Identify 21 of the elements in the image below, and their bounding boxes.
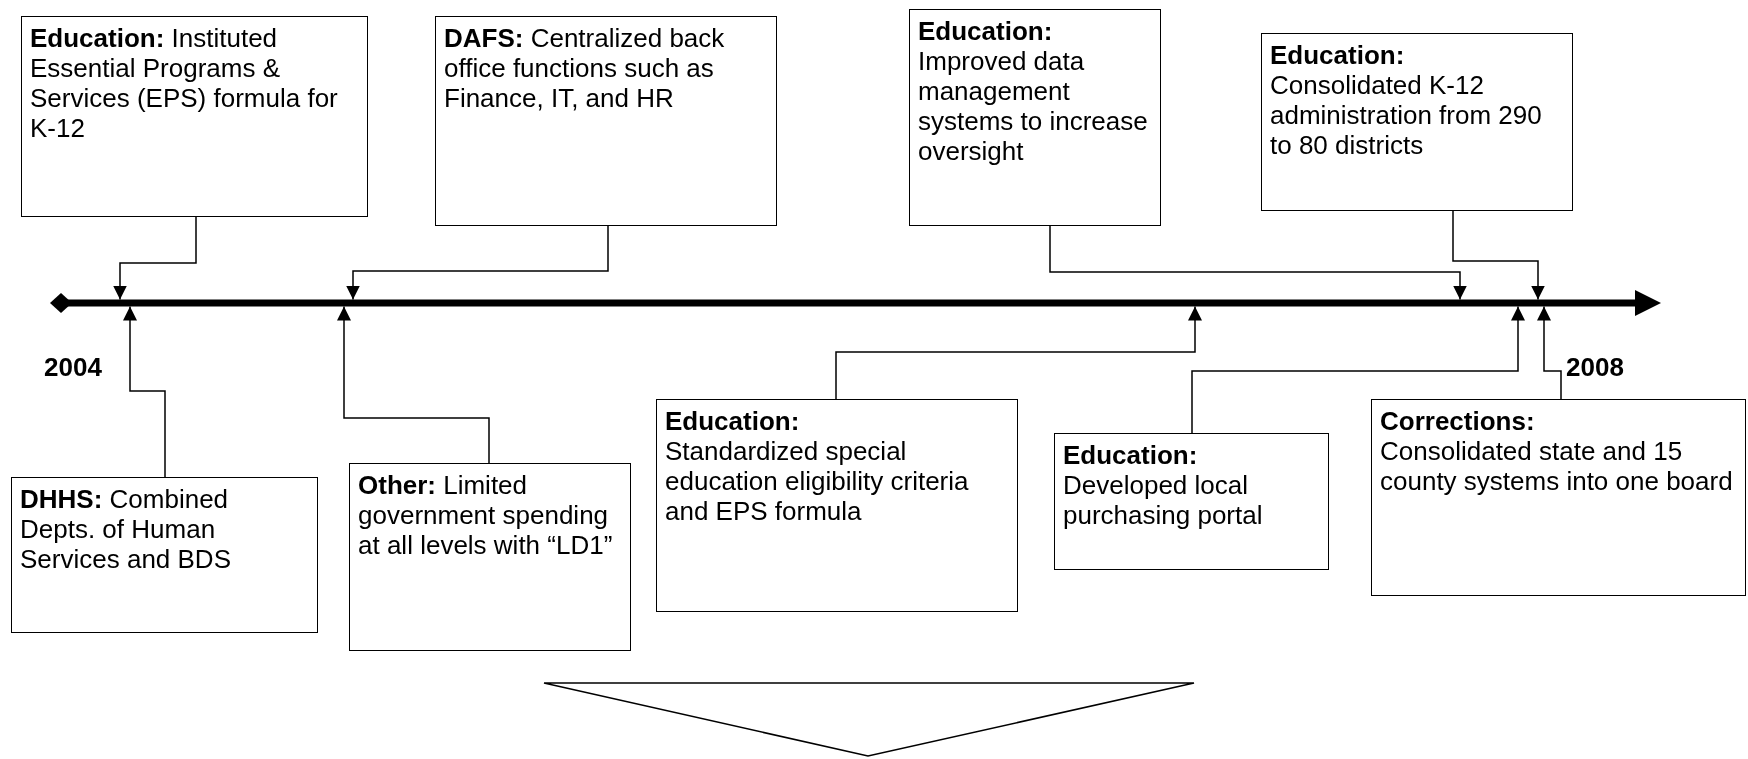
leader-arrow	[337, 305, 490, 464]
leader-arrow	[113, 216, 197, 301]
event-box: Education: Developed local purchasing portal	[1054, 433, 1329, 570]
leader-arrow	[1049, 225, 1467, 301]
leader-arrow	[1452, 210, 1545, 301]
event-box: Education: Standardized special education eligibility criteria and EPS formula	[656, 399, 1018, 612]
event-box: DAFS: Centralized back office functions such as Finance, IT, and HR	[435, 16, 777, 226]
event-box: Other: Limited government spending at all levels with “LD1”	[349, 463, 631, 651]
leader-arrow	[123, 305, 166, 478]
event-box: Education: Instituted Essential Programs & Services (EPS) formula for K-12	[21, 16, 368, 217]
leader-arrow	[835, 305, 1202, 400]
year-label: 2004	[44, 352, 102, 382]
event-box: DHHS: Combined Depts. of Human Services and BDS	[11, 477, 318, 633]
event-box: Education: Improved data management systems to increase oversight	[909, 9, 1161, 226]
leader-arrow	[346, 225, 609, 301]
event-box: Education: Consolidated K-12 administration from 290 to 80 districts	[1261, 33, 1573, 211]
year-label: 2008	[1566, 352, 1624, 382]
timeline-arrow	[50, 290, 1661, 316]
leader-arrow	[1537, 305, 1562, 400]
event-box: Corrections: Consolidated state and 15 county systems into one board	[1371, 399, 1746, 596]
leader-arrow	[1191, 305, 1525, 434]
